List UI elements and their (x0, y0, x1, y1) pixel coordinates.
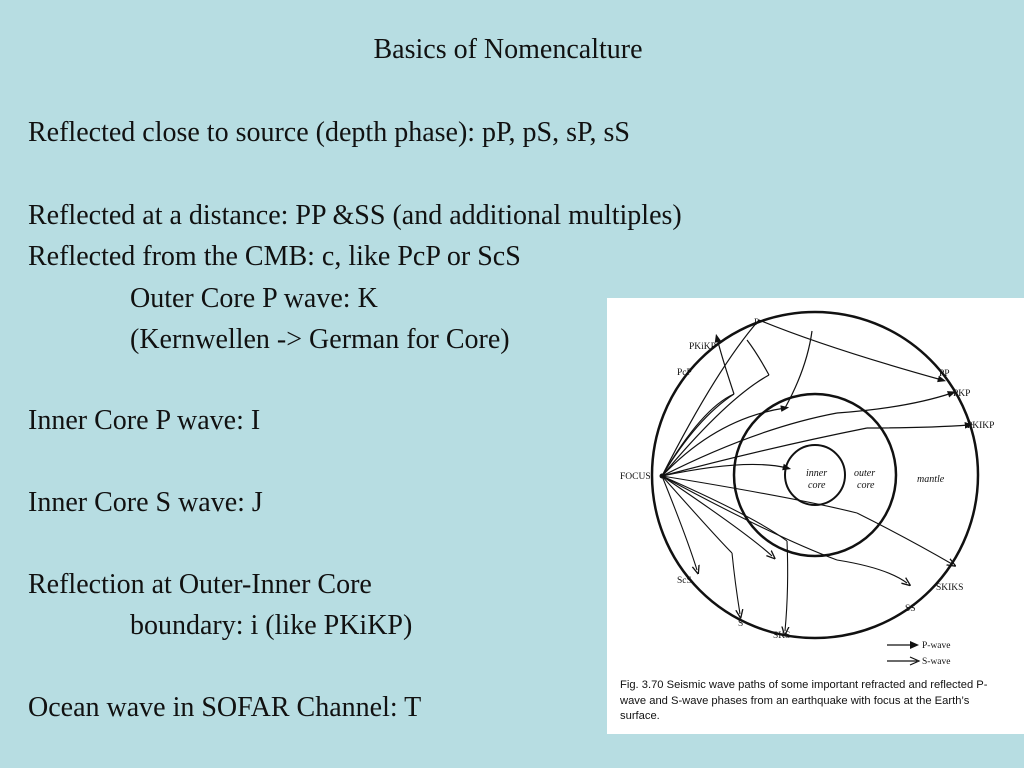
seismic-figure: P PKiKP PcP PP PKP PKIKP FOCUS ScS S SKS… (607, 298, 1024, 734)
label-pkikp-right: PKIKP (967, 421, 994, 431)
text-boundary-i: boundary: i (like PKiKP) (130, 610, 413, 641)
text-kernwellen: (Kernwellen -> German for Core) (130, 324, 510, 355)
legend-p-arrow (910, 641, 919, 649)
text-depth-phase: Reflected close to source (depth phase):… (28, 117, 630, 148)
label-ss: SS (905, 604, 916, 614)
legend: P-wave S-wave (887, 641, 951, 667)
text-inner-core-p: Inner Core P wave: I (28, 405, 261, 436)
text-outer-core-p: Outer Core P wave: K (130, 283, 378, 314)
label-pkikp-top: PKiKP (689, 342, 716, 352)
label-pcp: PcP (677, 368, 692, 378)
label-p: P (754, 318, 759, 328)
region-outer-1: outer (854, 468, 875, 479)
text-reflected-distance: Reflected at a distance: PP &SS (and add… (28, 200, 682, 231)
outer-core-circle (732, 392, 898, 558)
text-inner-core-s: Inner Core S wave: J (28, 487, 263, 518)
text-reflected-cmb: Reflected from the CMB: c, like PcP or S… (28, 241, 521, 272)
region-inner-1: inner (806, 468, 827, 479)
label-s: S (738, 619, 743, 629)
earth-diagram: P PKiKP PcP PP PKP PKIKP FOCUS ScS S SKS… (620, 310, 994, 667)
text-sofar: Ocean wave in SOFAR Channel: T (28, 692, 422, 723)
legend-s-arrow (909, 656, 921, 666)
label-pkp: PKP (953, 389, 970, 399)
text-reflection-outer-inner: Reflection at Outer-Inner Core (28, 569, 372, 600)
mantle-circle (650, 310, 980, 640)
slide-title: Basics of Nomencalture (373, 34, 643, 65)
focus-point (659, 473, 665, 479)
p-wave-paths (661, 319, 974, 477)
region-mantle: mantle (917, 474, 945, 485)
label-sks: SKS (773, 631, 790, 641)
inner-core-circle (784, 444, 846, 506)
label-scs: ScS (677, 576, 692, 586)
label-pp: PP (939, 369, 950, 379)
legend-s-label: S-wave (922, 657, 951, 667)
region-inner-2: core (808, 480, 826, 491)
label-focus: FOCUS (620, 472, 651, 482)
label-skiks: SKIKS (936, 583, 963, 593)
region-outer-2: core (857, 480, 875, 491)
s-wave-paths (661, 475, 952, 631)
legend-p-label: P-wave (922, 641, 951, 651)
figure-caption: Fig. 3.70 Seismic wave paths of some imp… (620, 679, 988, 722)
